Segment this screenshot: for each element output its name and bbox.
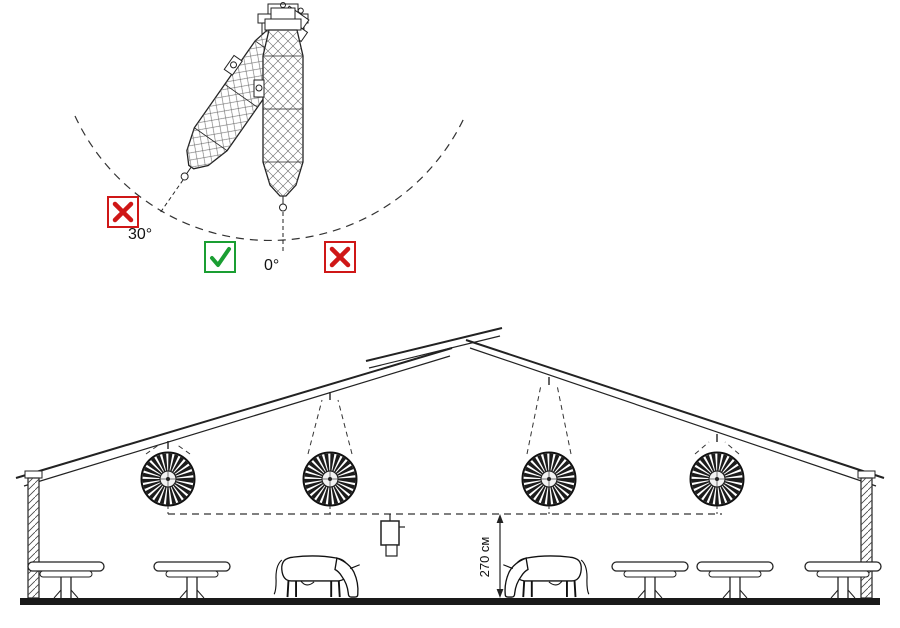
wrong-mark-right [324, 241, 356, 273]
right-wall [857, 470, 876, 599]
ridge-vent-cap [365, 327, 503, 369]
fan-mounting-angle-diagram: 30° 0° [74, 0, 466, 274]
fan-mount-lines [145, 384, 740, 455]
arrow-up-icon [496, 514, 504, 523]
arrow-down-icon [496, 589, 504, 598]
controller-box [380, 514, 405, 557]
height-dimension: 270 см [477, 514, 504, 598]
check-mark-icon [210, 247, 231, 267]
ceiling-fan-1 [142, 453, 195, 506]
vertical-angle-label: 0° [264, 257, 279, 274]
ceiling-fan-2 [304, 453, 357, 506]
correct-mark-center [204, 241, 236, 273]
swing-limit-arc [74, 115, 466, 242]
fan-unit-vertical [253, 1, 304, 212]
trough-right-1 [611, 561, 689, 599]
tilted-axis-line [159, 179, 184, 214]
wrong-mark-left [107, 196, 139, 228]
cow-right [502, 554, 590, 598]
wrong-box [107, 196, 139, 228]
correct-box [204, 241, 236, 273]
left-wall [24, 470, 43, 599]
barn-cross-section-diagram: 270 см [15, 327, 885, 605]
x-mark-icon [112, 201, 134, 223]
x-mark-icon [329, 246, 351, 268]
cow-left [273, 554, 361, 598]
fan-plane-stubs [167, 506, 718, 514]
tilted-angle-label: 30° [128, 226, 152, 243]
fan-mount-stubs [167, 377, 718, 449]
ceiling-fan-4 [691, 453, 744, 506]
trough-left [153, 561, 231, 599]
floor [20, 598, 880, 605]
trough-right-2 [696, 561, 774, 599]
height-dimension-label: 270 см [477, 537, 492, 578]
ceiling-fan-3 [523, 453, 576, 506]
roof [15, 327, 885, 487]
